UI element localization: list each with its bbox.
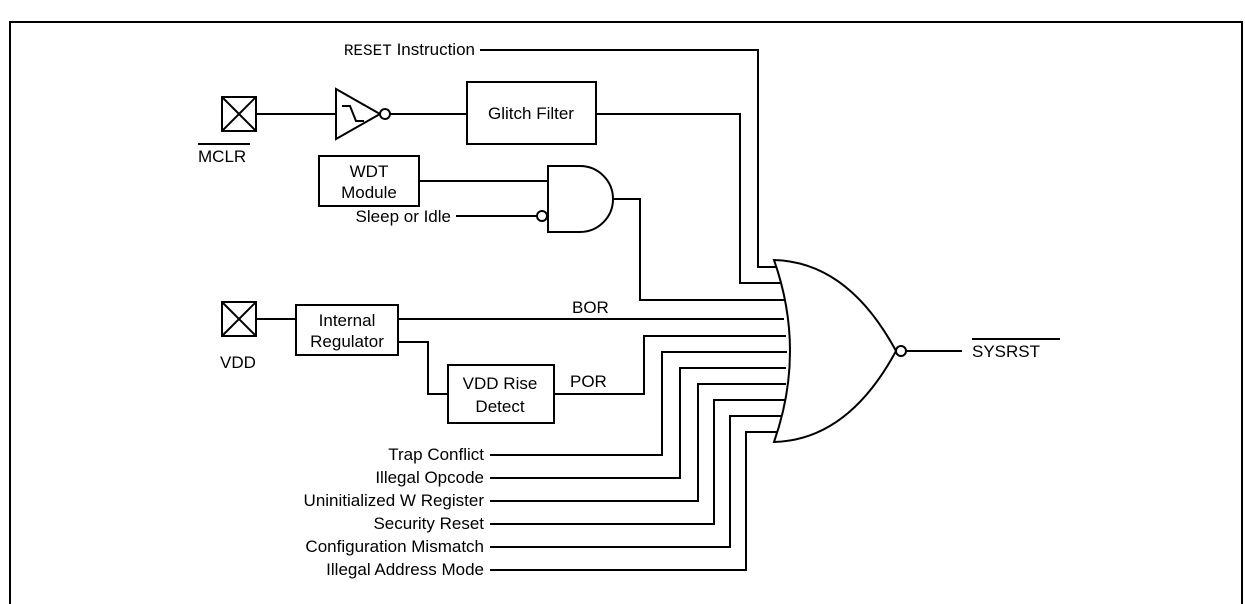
sysrst-label: SYSRST <box>972 342 1040 361</box>
source-label: Trap Conflict <box>388 445 484 464</box>
internal-regulator-block <box>295 304 399 356</box>
vdd-rise-detect-block <box>447 364 555 424</box>
por-label: POR <box>570 372 607 391</box>
glitch-filter-label: Glitch Filter <box>488 104 574 123</box>
config-mismatch-wire <box>490 415 783 548</box>
bor-label: BOR <box>572 298 609 317</box>
illegal-address-wire <box>490 431 779 571</box>
glitch-filter-wire <box>596 113 784 284</box>
nor-gate-icon <box>772 258 907 444</box>
source-label: Security Reset <box>373 514 484 533</box>
wdt-label-line2: Module <box>341 183 397 202</box>
vdd-label: VDD <box>220 353 256 372</box>
schmitt-buffer-icon <box>335 87 391 141</box>
illegal-opcode-wire <box>490 367 786 479</box>
source-label: Uninitialized W Register <box>304 491 485 510</box>
sleep-idle-label: Sleep or Idle <box>356 207 451 226</box>
reset-instruction-wire <box>480 49 784 268</box>
reset-sources-list: Trap Conflict Illegal Opcode Uninitializ… <box>304 445 485 579</box>
uninit-w-wire <box>490 383 786 502</box>
vdd-pin-icon <box>221 301 257 337</box>
mclr-pin-icon <box>221 96 257 132</box>
source-label: Illegal Opcode <box>375 468 484 487</box>
source-label: Configuration Mismatch <box>305 537 484 556</box>
regulator-label-line1: Internal <box>319 311 376 330</box>
source-label: Illegal Address Mode <box>326 560 484 579</box>
diagram-frame <box>9 21 1243 604</box>
reset-instruction-label: RESET Instruction <box>344 40 475 60</box>
por-wire <box>554 335 786 395</box>
trap-conflict-wire <box>490 351 787 456</box>
vdd-rise-label-line2: Detect <box>475 397 524 416</box>
regulator-label-line2: Regulator <box>310 332 384 351</box>
wdt-label-line1: WDT <box>350 162 389 181</box>
vdd-rise-label-line1: VDD Rise <box>463 374 538 393</box>
security-reset-wire <box>490 399 785 525</box>
mclr-label: MCLR <box>198 147 246 166</box>
and-out-wire <box>613 198 784 301</box>
and-gate-icon <box>536 165 614 233</box>
regulator-rise-wire <box>398 341 448 395</box>
wdt-module-block <box>318 155 420 207</box>
